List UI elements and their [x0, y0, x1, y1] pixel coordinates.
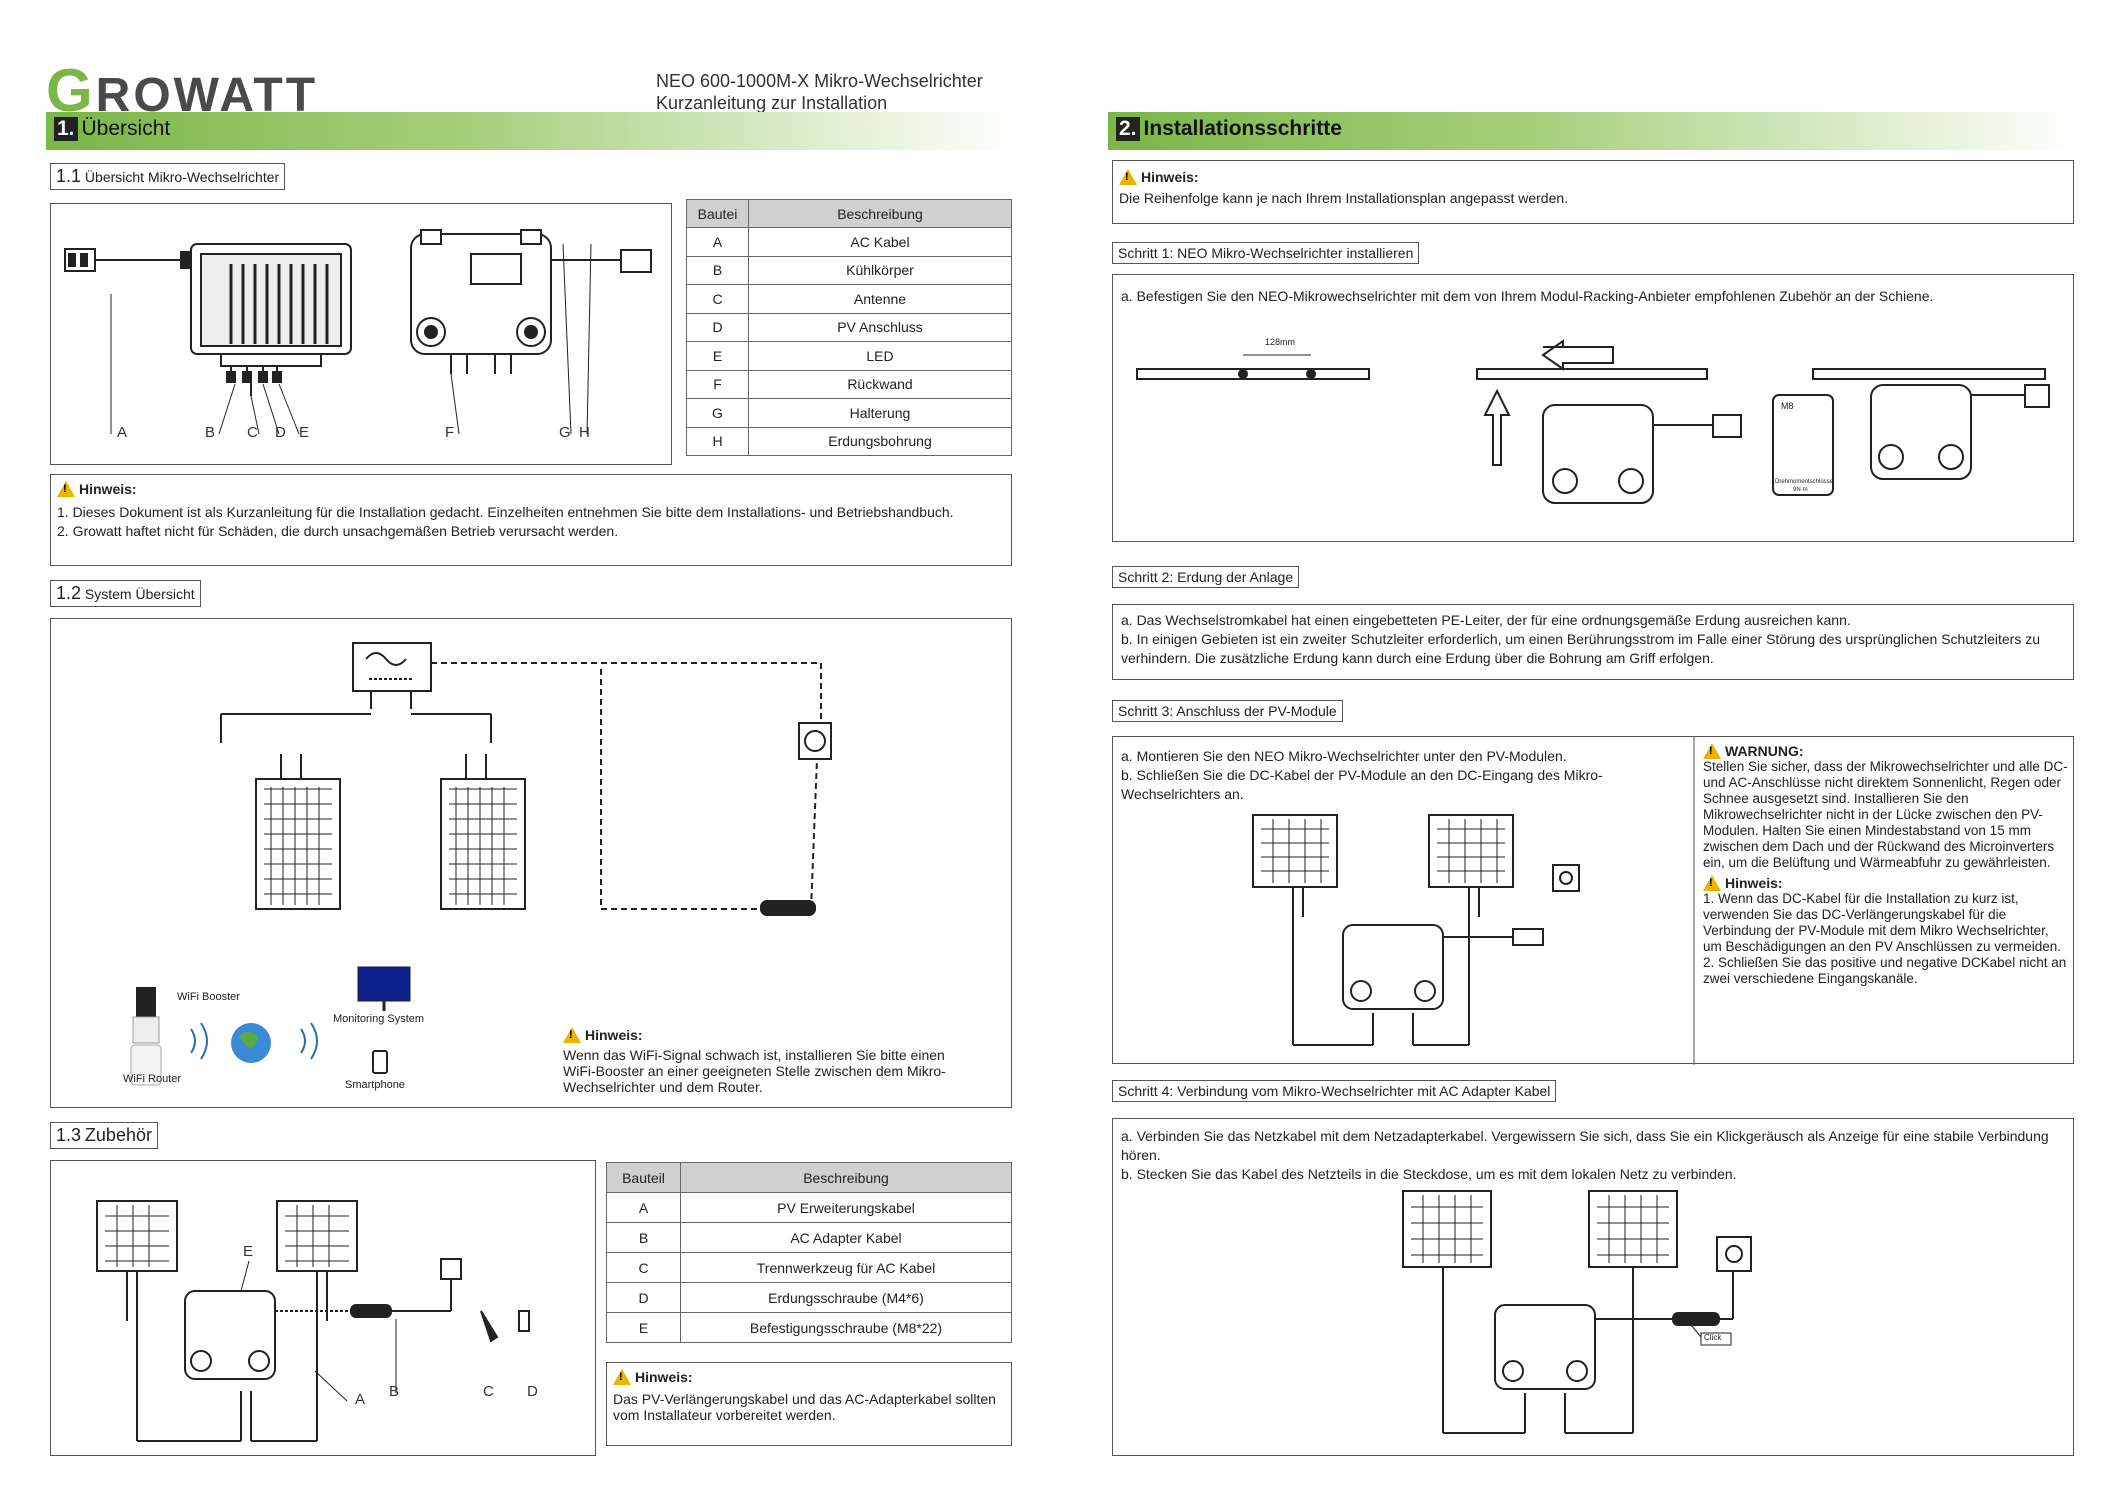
step-3-instructions: a. Montieren Sie den NEO Mikro-Wechselri… [1121, 748, 1603, 802]
accessories-figure: A B C D E [50, 1160, 596, 1456]
step-1-box: a. Befestigen Sie den NEO-Mikrowechselri… [1112, 274, 2074, 542]
acc-label-a: A [355, 1391, 366, 1408]
acc-label-c: C [483, 1383, 494, 1400]
subsection-1-1: 1.1 Übersicht Mikro-Wechselrichter [50, 163, 286, 190]
label-a: A [117, 424, 128, 441]
label-f: F [445, 424, 455, 441]
system-note: Hinweis: Wenn das WiFi-Signal schwach is… [563, 1027, 963, 1095]
step-2-box: a. Das Wechselstromkabel hat einen einge… [1112, 604, 2074, 680]
acc-label-d: D [527, 1383, 538, 1400]
label-h: H [579, 424, 590, 441]
monitoring-label: Monitoring System [333, 1013, 425, 1025]
step-1-drawing [1136, 339, 2050, 504]
system-diagram [130, 642, 832, 1086]
warning-icon [57, 481, 75, 497]
step-2-title: Schritt 2: Erdung der Anlage [1112, 566, 1300, 588]
step-3-box: a. Montieren Sie den NEO Mikro-Wechselri… [1112, 736, 2074, 1065]
warning-icon [613, 1369, 631, 1385]
step-4-drawing [1402, 1190, 1752, 1434]
warning-icon [1703, 743, 1721, 759]
installation-intro-note: Hinweis: Die Reihenfolge kann je nach Ih… [1112, 160, 2074, 224]
acc-label-e: E [243, 1243, 254, 1260]
step-4-box: a. Verbinden Sie das Netzkabel mit dem N… [1112, 1118, 2074, 1456]
step-1-text: a. Befestigen Sie den NEO-Mikrowechselri… [1121, 288, 1934, 304]
step-4-title: Schritt 4: Verbindung vom Mikro-Wechselr… [1112, 1080, 1557, 1102]
overview-note: Hinweis: 1. Dieses Dokument ist als Kurz… [50, 474, 1012, 566]
smartphone-label: Smartphone [345, 1079, 405, 1091]
label-e: E [299, 424, 310, 441]
inverter-drawing [64, 229, 652, 435]
torque-value: 9N·m [1793, 487, 1808, 493]
dimension-label: 128mm [1265, 337, 1296, 347]
label-c: C [247, 424, 258, 441]
warning-icon [563, 1027, 581, 1043]
warning-icon [1119, 169, 1137, 185]
system-overview-figure: WiFi Booster WiFi Router Monitoring Syst… [50, 618, 1012, 1108]
section-2-header: 2.Installationsschritte [1108, 112, 2078, 150]
subsection-1-3: 1.3 Zubehör [50, 1122, 158, 1149]
step-3-warning: WARNUNG: Stellen Sie sicher, dass der Mi… [1703, 743, 2069, 987]
wifi-booster-label: WiFi Booster [177, 991, 240, 1003]
bolt-label: M8 [1781, 401, 1794, 411]
step-3-title: Schritt 3: Anschluss der PV-Module [1112, 700, 1343, 722]
label-d: D [275, 424, 286, 441]
click-label: Click [1704, 1333, 1722, 1342]
label-b: B [205, 424, 216, 441]
step-3-drawing [1252, 737, 1695, 1065]
step-4-instructions: a. Verbinden Sie das Netzkabel mit dem N… [1121, 1128, 2049, 1182]
accessories-note: Hinweis: Das PV-Verlängerungskabel und d… [606, 1362, 1012, 1446]
inverter-overview-figure: A B C D E F G H [50, 203, 672, 465]
step-1-title: Schritt 1: NEO Mikro-Wechselrichter inst… [1112, 242, 1420, 264]
warning-icon [1703, 875, 1721, 891]
acc-label-b: B [389, 1383, 400, 1400]
section-1-header: 1.Übersicht [46, 112, 1016, 150]
subsection-1-2: 1.2 System Übersicht [50, 580, 201, 607]
accessories-drawing [96, 1200, 530, 1442]
wifi-router-label: WiFi Router [123, 1073, 182, 1085]
torque-label: Drehmomentschlüssel [1775, 479, 1835, 485]
label-g: G [559, 424, 571, 441]
